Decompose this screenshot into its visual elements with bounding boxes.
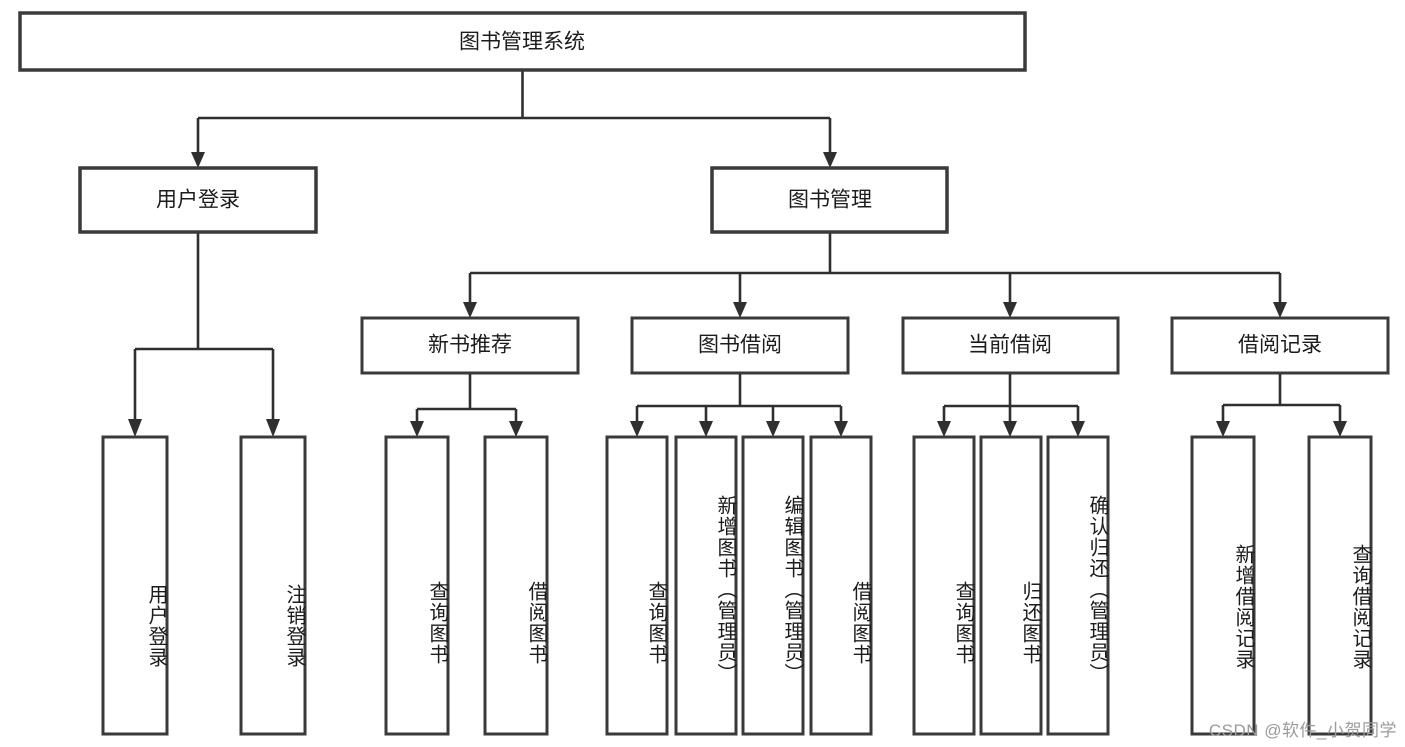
node-new-book-rec[interactable]: 新书推荐 <box>360 316 580 375</box>
edges-bookborrow-to-leaves <box>630 373 848 437</box>
node-current-borrow-label: 当前借阅 <box>968 334 1052 357</box>
leaf-box-return-book[interactable] <box>979 435 1043 736</box>
node-root-label: 图书管理系统 <box>459 31 585 54</box>
leaf-box-edit-book[interactable] <box>741 435 805 736</box>
leaf-box-add-record[interactable] <box>1190 435 1256 736</box>
edges-root-to-level2 <box>191 70 837 168</box>
edges-bookmanage-to-level3 <box>463 232 1287 318</box>
node-book-borrow-label: 图书借阅 <box>698 334 782 357</box>
csdn-watermark: CSDN @软件_小贺同学 <box>1208 721 1397 740</box>
leaf-box-add-book[interactable] <box>674 435 738 736</box>
edges-currentborrow-to-leaves <box>937 373 1085 437</box>
leaf-box-borrow-book-2[interactable] <box>809 435 873 736</box>
leaf-box-logout[interactable] <box>239 435 307 736</box>
node-user-login-label: 用户登录 <box>156 189 240 212</box>
node-new-book-rec-label: 新书推荐 <box>428 334 512 357</box>
node-user-login[interactable]: 用户登录 <box>78 166 318 234</box>
leaf-box-query-record[interactable] <box>1307 435 1373 736</box>
leaf-box-confirm-return[interactable] <box>1046 435 1110 736</box>
leaf-boxes <box>101 435 1373 736</box>
leaf-box-query-book-3[interactable] <box>912 435 976 736</box>
node-borrow-record[interactable]: 借阅记录 <box>1170 316 1390 375</box>
edges-borrowrecord-to-leaves <box>1216 373 1347 437</box>
leaf-box-user-login[interactable] <box>101 435 169 736</box>
edges-userlogin-to-leaves <box>128 232 280 437</box>
node-book-borrow[interactable]: 图书借阅 <box>630 316 850 375</box>
node-book-manage[interactable]: 图书管理 <box>710 166 949 234</box>
edges-newbook-to-leaves <box>410 373 523 437</box>
node-borrow-record-label: 借阅记录 <box>1238 334 1322 357</box>
leaf-box-query-book-1[interactable] <box>384 435 450 736</box>
leaf-box-borrow-book-1[interactable] <box>483 435 549 736</box>
node-root[interactable]: 图书管理系统 <box>18 11 1027 72</box>
leaf-box-query-book-2[interactable] <box>605 435 669 736</box>
node-book-manage-label: 图书管理 <box>788 189 872 212</box>
node-current-borrow[interactable]: 当前借阅 <box>901 316 1120 375</box>
